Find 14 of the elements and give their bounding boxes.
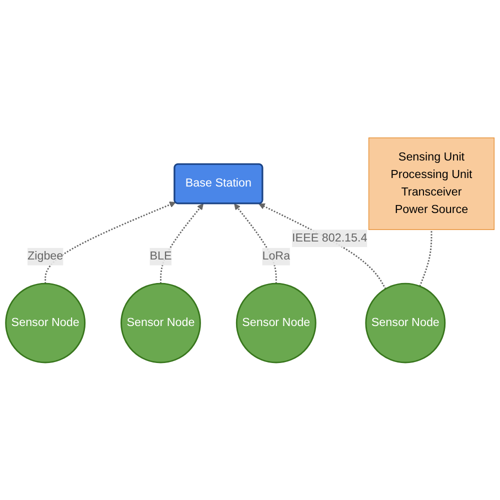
- arrow: [234, 203, 277, 284]
- connector: [419, 229, 432, 286]
- node-circle: Sensor Node: [120, 282, 201, 364]
- node-circle: Sensor Node: [365, 282, 446, 364]
- node-circle: Sensor Node: [236, 282, 316, 364]
- edge-label: Zigbee: [28, 250, 64, 262]
- edge-label: LoRa: [262, 250, 290, 262]
- arrow: [160, 203, 204, 284]
- edge-label: IEEE 802.15.4: [292, 232, 368, 244]
- node-circle: Sensor Node: [5, 282, 86, 364]
- arrow: [44, 201, 176, 284]
- arrow: [258, 203, 386, 290]
- node-box: Sensing Unit Processing Unit Transceiver Power Source: [368, 137, 495, 230]
- edge-label: BLE: [150, 250, 172, 262]
